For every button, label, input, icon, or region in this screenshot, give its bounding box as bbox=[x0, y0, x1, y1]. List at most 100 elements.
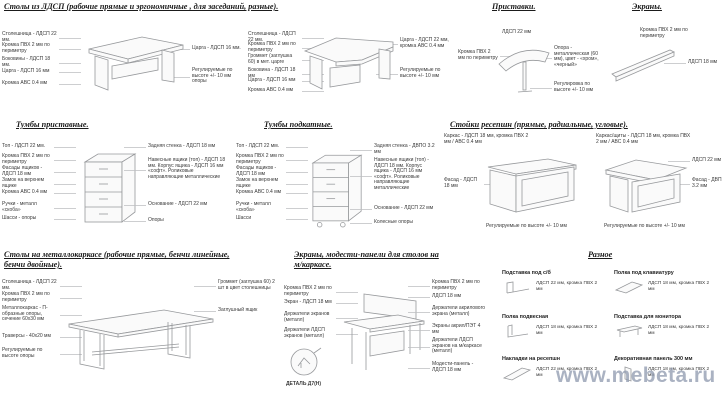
reception-corner-sketch bbox=[604, 159, 688, 213]
callout-label: ЛДСП 18 мм bbox=[408, 293, 486, 300]
callout-label: Замок на верхнем ящике bbox=[236, 177, 308, 189]
metal-frame-desk-sketch bbox=[68, 309, 214, 370]
callout-label: Ручки - металл «скоба» bbox=[2, 201, 76, 213]
section-title-tables-ldsp: Столы из ЛДСП (рабочие прямые и эргономи… bbox=[4, 2, 279, 11]
callout-label: Основание - ЛДСП 22 мм bbox=[350, 205, 438, 212]
monitor-stand-sketch bbox=[616, 325, 643, 337]
callout-label: Фасады ящиков - ЛДСП 18 мм bbox=[2, 165, 76, 177]
misc-item-spec: ЛДСП 18 мм, кромка ПВХ 2 мм bbox=[648, 367, 710, 378]
callout-label: Регулируемые по высоте +/- 10 мм bbox=[604, 223, 685, 229]
section-pristavki: Приставки. ЛДСП 22 мм Кромка ПВХ 2 мм по… bbox=[458, 2, 602, 114]
callout-label: Фасады ящиков - ЛДСП 18 мм bbox=[236, 165, 308, 177]
callout-label: Кромка ПВХ 2 мм по периметру bbox=[248, 41, 324, 53]
callout-label: Основание - ЛДСП 22 мм bbox=[124, 201, 230, 208]
callout-label: Кромка ПВХ 2 мм по периметру bbox=[2, 153, 76, 165]
callout-label: Фасад - ДВП 3.2 мм bbox=[668, 177, 724, 189]
cpu-stand-sketch bbox=[506, 281, 530, 294]
callout-label: Царга - ЛДСП 16 мм bbox=[2, 68, 81, 75]
misc-item-hanging-shelf: Полка подвесная ЛДСП 18 мм, кромка ПВХ 2… bbox=[502, 314, 606, 354]
callout-label: Царга - ЛДСП 16 мм. bbox=[168, 45, 244, 52]
callout-label: Кромка ПВХ 2 мм по периметру bbox=[408, 279, 486, 291]
attachment-table-sketch bbox=[498, 49, 550, 93]
section-raznoe: Разное Подставка под с/б ЛДСП 22 мм, кро… bbox=[494, 250, 726, 396]
callout-label: Регулируемые по высоте +/- 10 мм опоры bbox=[168, 67, 244, 85]
side-cabinet-sketch bbox=[83, 153, 137, 223]
callout-label: ЛДСП 22 мм bbox=[668, 157, 724, 164]
misc-item-spec: ЛДСП 22 мм, кромка ПВХ 2 мм bbox=[536, 281, 598, 292]
section-metal-tables: Столы на металлокаркасе (рабочие прямые,… bbox=[2, 250, 280, 396]
section-title-pristavki: Приставки. bbox=[492, 2, 536, 11]
callout-label: Кромка ПВХ 2 мм по периметру bbox=[640, 27, 688, 39]
callout-label: Навесные ящики (топ) - ЛДСП 18 мм. Корпу… bbox=[124, 157, 230, 180]
callout-label: Фасад - ЛДСП 18 мм bbox=[444, 177, 506, 189]
callout-label: Держатели экранов (металл) bbox=[284, 311, 358, 323]
misc-item-cpu-stand: Подставка под с/б ЛДСП 22 мм, кромка ПВХ… bbox=[502, 270, 606, 310]
callout-label: Громмет (заглушка 60) 2 шт в цвет столеш… bbox=[194, 279, 278, 291]
callout-label: Шасси - опоры bbox=[2, 215, 76, 222]
mobile-cabinet-sketch bbox=[311, 154, 363, 228]
section-reception: Стойки ресепшн (прямые, радиальные, угло… bbox=[444, 120, 726, 242]
misc-item-name: Подставка под с/б bbox=[502, 270, 551, 276]
keyboard-shelf-sketch bbox=[614, 281, 644, 294]
section-title-metal-tables: Столы на металлокаркасе (рабочие прямые,… bbox=[4, 250, 230, 269]
callout-label: Держатели ЛДСП экранов на м/каркасе (мет… bbox=[408, 337, 486, 355]
misc-item-reception-cap: Накладки на ресепшн ЛДСП 22 мм, кромка П… bbox=[502, 356, 606, 396]
callout-label: Регулируемые по высоте +/- 10 мм bbox=[486, 223, 567, 229]
section-ekrany: Экраны. Кромка ПВХ 2 мм по периметру ЛДС… bbox=[604, 2, 726, 114]
callout-label: Ручки - металл «скоба» bbox=[236, 201, 308, 213]
callout-label: Столешница - ЛДСП 22 мм. bbox=[2, 279, 82, 291]
callout-label: Навесные ящики (топ) - ЛДСП 18 мм. Корпу… bbox=[350, 157, 438, 192]
callout-label: ЛДСП 22 мм bbox=[502, 29, 532, 35]
callout-label: Держатели акрилового экрана (металл) bbox=[408, 305, 486, 317]
misc-item-name: Подставка для монитора bbox=[614, 314, 682, 320]
callout-label: Заглушный ящик bbox=[194, 307, 278, 314]
callout-label: ДЕТАЛЬ Д7(Н) bbox=[286, 381, 322, 387]
section-title-tumby-pristavnye: Тумбы приставные. bbox=[16, 120, 89, 129]
misc-item-spec: ЛДСП 18 мм, кромка ПВХ 2 мм bbox=[648, 325, 710, 336]
misc-item-decor-panel: Декоративная панель 300 мм ЛДСП 18 мм, к… bbox=[614, 356, 718, 396]
callout-label: Столешница - ЛДСП 22 мм. bbox=[248, 31, 324, 43]
callout-label: ЛДСП 18 мм bbox=[664, 59, 724, 66]
callout-label: Экраны акрил/ПЭТ 4 мм bbox=[408, 323, 486, 335]
section-tumby-podkatnye: Тумбы подкатные. Топ - ЛДСП 22 мм. Кромк… bbox=[236, 120, 440, 242]
callout-label: Кромка ПВХ 2 мм по периметру bbox=[458, 49, 522, 61]
misc-item-name: Полка под клавиатуру bbox=[614, 270, 674, 276]
callout-label: Кромка ПВХ 2 мм по периметру bbox=[2, 291, 82, 303]
callout-label: Регулируемые по высоте +/- 10 мм bbox=[376, 67, 452, 79]
misc-item-monitor-stand: Подставка для монитора ЛДСП 18 мм, кромк… bbox=[614, 314, 718, 354]
callout-label: Траверсы - 40х20 мм bbox=[2, 333, 82, 340]
callout-label: Кромка ПВХ 2 мм по периметру bbox=[2, 42, 81, 54]
misc-item-name: Накладки на ресепшн bbox=[502, 356, 560, 362]
callout-label: Кромка АВС 0.4 мм bbox=[236, 189, 308, 196]
callout-label: Шасси bbox=[236, 215, 308, 222]
callout-label: Громмет (заглушка 60) в мет. царге bbox=[248, 53, 324, 65]
callout-label: Регулировка по высоте +/- 10 мм bbox=[530, 81, 600, 93]
callout-label: Топ - ЛДСП 22 мм. bbox=[236, 143, 308, 150]
detail-magnifier-sketch bbox=[290, 347, 322, 376]
callout-label: Опоры bbox=[124, 217, 230, 224]
callout-label: Кромка АВС 0.4 мм bbox=[2, 189, 76, 196]
section-tables-ldsp: Столы из ЛДСП (рабочие прямые и эргономи… bbox=[2, 2, 454, 114]
misc-item-spec: ЛДСП 22 мм, кромка ПВХ 2 мм bbox=[536, 367, 598, 378]
ergonomic-desk-sketch bbox=[303, 37, 394, 90]
callout-label: Кромка АВС 0.4 мм bbox=[2, 80, 81, 87]
misc-item-keyboard-shelf: Полка под клавиатуру ЛДСП 18 мм, кромка … bbox=[614, 270, 718, 310]
callout-label: Каркас/щиты - ЛДСП 18 мм, кромка ПВХ 2 м… bbox=[596, 133, 691, 145]
section-title-raznoe: Разное bbox=[588, 250, 613, 259]
misc-item-spec: ЛДСП 18 мм, кромка ПВХ 2 мм bbox=[648, 281, 710, 292]
reception-straight-sketch bbox=[487, 158, 577, 213]
callout-label: Задняя стенка - ДВПО 3.2 мм bbox=[350, 143, 438, 155]
straight-desk-sketch bbox=[88, 36, 184, 91]
callout-label: Боковины - ЛДСП 18 мм. bbox=[2, 56, 81, 68]
callout-label: Задняя стенка - ЛДСП 18 мм bbox=[124, 143, 230, 150]
callout-label: Регулируемые по высоте опоры bbox=[2, 347, 82, 359]
callout-label: Царга - ЛДСП 16 мм bbox=[248, 77, 324, 84]
callout-label: Колесные опоры bbox=[350, 219, 438, 226]
callout-label: Замок на верхнем ящике bbox=[2, 177, 76, 189]
section-tumby-pristavnye: Тумбы приставные. Топ - ЛДСП 22 мм. Кром… bbox=[2, 120, 232, 242]
reception-cap-sketch bbox=[502, 367, 532, 381]
section-title-ekrany: Экраны. bbox=[632, 2, 662, 11]
callout-label: Столешница - ЛДСП 22 мм. bbox=[2, 31, 81, 43]
callout-label: Кромка АВС 0.4 мм bbox=[248, 87, 324, 94]
